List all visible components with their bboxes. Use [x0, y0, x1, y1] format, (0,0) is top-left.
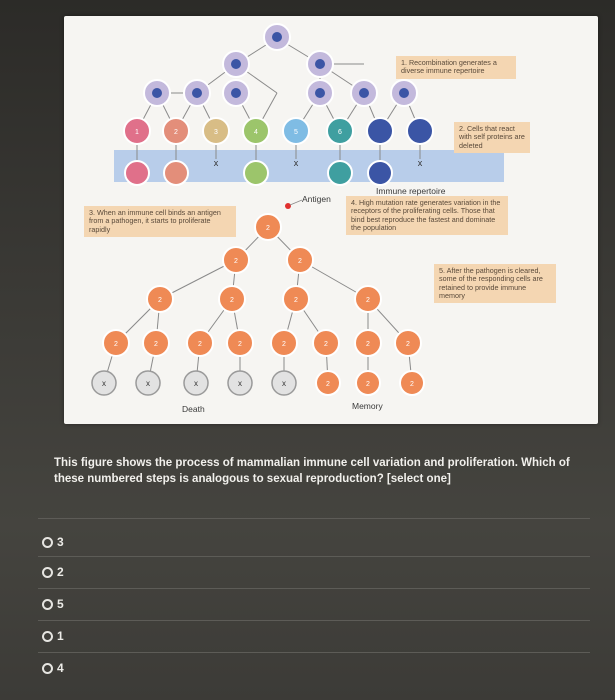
- svg-text:x: x: [194, 379, 198, 388]
- svg-text:2: 2: [154, 341, 158, 348]
- cell-1-marker: 1: [135, 129, 139, 136]
- svg-text:2: 2: [410, 381, 414, 388]
- option-3[interactable]: 3: [42, 532, 64, 552]
- radio-button[interactable]: [42, 598, 53, 610]
- death-label: Death: [182, 404, 205, 414]
- cell-3: [202, 117, 230, 145]
- svg-text:2: 2: [238, 341, 242, 348]
- radio-button[interactable]: [42, 630, 53, 642]
- question-text: This figure shows the process of mammali…: [54, 457, 570, 485]
- immune-figure: 1 2 3 4 5 6 x x x: [64, 16, 598, 424]
- step3-note: 3. When an immune cell binds an antigen …: [84, 206, 236, 237]
- divider: [38, 652, 590, 653]
- option-5[interactable]: 5: [42, 594, 64, 614]
- divider: [38, 620, 590, 621]
- option-label: 4: [57, 661, 64, 675]
- option-label: 5: [57, 597, 64, 611]
- svg-text:2: 2: [266, 225, 270, 232]
- svg-text:2: 2: [366, 297, 370, 304]
- radio-button[interactable]: [42, 536, 53, 548]
- memory-cells: 2 2 2: [315, 370, 425, 396]
- svg-text:2: 2: [282, 341, 286, 348]
- immune-repertoire-label: Immune repertoire: [376, 186, 446, 196]
- step1-note: 1. Recombination generates a diverse imm…: [396, 56, 516, 79]
- svg-text:2: 2: [294, 297, 298, 304]
- figure-diagram: 1 2 3 4 5 6 x x x: [91, 23, 504, 396]
- deleted-marker: x: [214, 158, 219, 168]
- option-label: 1: [57, 629, 64, 643]
- memory-label: Memory: [352, 401, 383, 411]
- svg-text:2: 2: [158, 297, 162, 304]
- step2-note: 2. Cells that react with self proteins a…: [454, 122, 530, 153]
- cell-3-marker: 3: [214, 129, 218, 136]
- divider: [38, 518, 590, 519]
- svg-text:2: 2: [326, 381, 330, 388]
- antigen-label: Antigen: [302, 194, 331, 204]
- svg-text:2: 2: [198, 341, 202, 348]
- svg-text:2: 2: [366, 341, 370, 348]
- svg-text:2: 2: [230, 297, 234, 304]
- svg-text:2: 2: [324, 341, 328, 348]
- cell-4: [242, 117, 270, 145]
- option-2[interactable]: 2: [42, 562, 64, 582]
- proliferating-clones: 2 2 2 2 2 2 2 2 2 2 2 2 2 2: [102, 213, 422, 357]
- svg-text:2: 2: [114, 341, 118, 348]
- repertoire-tree: [143, 23, 418, 107]
- cell-2: [162, 117, 190, 145]
- option-4[interactable]: 4: [42, 658, 64, 678]
- step4-note: 4. High mutation rate generates variatio…: [346, 196, 508, 236]
- antigen-dot: [285, 203, 291, 209]
- cell-7: [366, 117, 394, 145]
- cell-6: [326, 117, 354, 145]
- divider: [38, 588, 590, 589]
- svg-text:2: 2: [366, 381, 370, 388]
- option-label: 3: [57, 535, 64, 549]
- dead-cells: x x x x x: [91, 370, 297, 396]
- cell-6-marker: 6: [338, 129, 342, 136]
- cell-5: [282, 117, 310, 145]
- cell-2-marker: 2: [174, 129, 178, 136]
- surviving-repertoire: [124, 160, 393, 186]
- top-tree-lines: [136, 37, 421, 132]
- step5-note: 5. After the pathogen is cleared, some o…: [434, 264, 556, 304]
- option-1[interactable]: 1: [42, 626, 64, 646]
- svg-text:x: x: [102, 379, 106, 388]
- svg-text:2: 2: [234, 258, 238, 265]
- cell-8: [406, 117, 434, 145]
- svg-text:2: 2: [406, 341, 410, 348]
- deleted-marker: x: [418, 158, 423, 168]
- deleted-marker: x: [294, 158, 299, 168]
- repertoire-row: 1 2 3 4 5 6: [123, 117, 434, 145]
- cell-5-marker: 5: [294, 129, 298, 136]
- radio-button[interactable]: [42, 662, 53, 674]
- divider: [38, 556, 590, 557]
- radio-button[interactable]: [42, 566, 53, 578]
- svg-text:2: 2: [298, 258, 302, 265]
- svg-text:x: x: [238, 379, 242, 388]
- cell-1: [123, 117, 151, 145]
- svg-text:x: x: [282, 379, 286, 388]
- cell-4-marker: 4: [254, 129, 258, 136]
- option-label: 2: [57, 565, 64, 579]
- svg-text:x: x: [146, 379, 150, 388]
